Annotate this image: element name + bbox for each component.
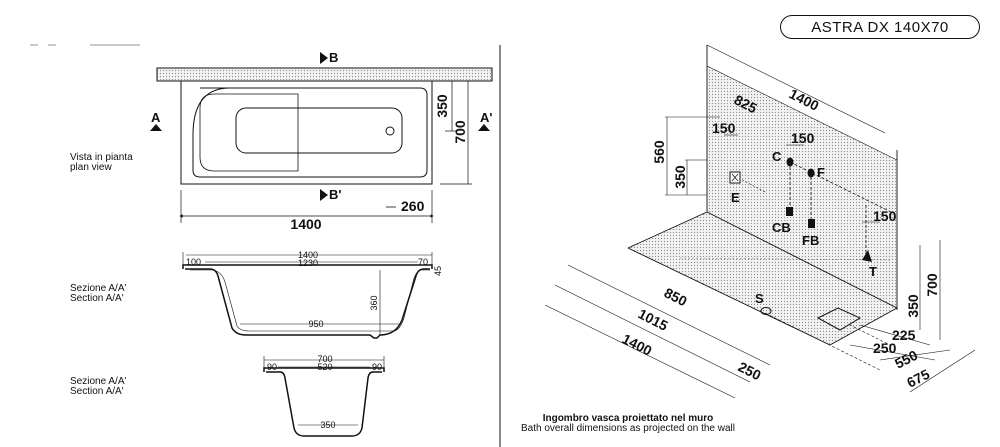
section-bb-dim-left: 90	[267, 362, 277, 372]
outlet-cb	[786, 207, 793, 216]
plan-dim-length: 1400	[290, 216, 321, 232]
section-aa-dim-rim: 45	[433, 266, 443, 276]
outlet-c	[786, 157, 794, 167]
label-c: C	[772, 149, 782, 164]
section-bb-dim-bottom: 350	[320, 420, 335, 430]
section-bb-dim-inner: 520	[317, 362, 332, 372]
wall-dim-250b: 250	[873, 340, 897, 356]
wall-dim-700: 700	[924, 273, 940, 297]
section-aa-dim-left: 100	[186, 257, 201, 267]
section-bb-dim-total: 700	[317, 354, 332, 364]
section-marker-a2: A'	[480, 110, 492, 125]
plan-dim-offset: 260	[401, 198, 425, 214]
drain-grate	[816, 307, 862, 331]
wall-dim-675: 675	[904, 366, 932, 391]
label-f: F	[817, 165, 825, 180]
wall-dim-250a: 250	[736, 358, 764, 383]
label-e: E	[731, 190, 740, 205]
wall-dim-1015: 1015	[636, 305, 671, 333]
section-marker-b: B	[329, 50, 338, 65]
wall-caption-it: Ingombro vasca proiettato nel muro	[543, 413, 714, 424]
section-aa-label-en: Section A/A'	[70, 293, 124, 304]
wall-dim-560: 560	[651, 140, 667, 164]
label-t: T	[869, 264, 877, 279]
wall-dim-150c: 150	[873, 208, 897, 224]
wall-dim-350b: 350	[905, 294, 921, 318]
plan-label-it: Vista in pianta	[70, 152, 133, 163]
plan-view: 1400 350 700 260 B B' A A' Vista in pian…	[70, 50, 493, 232]
section-aa-dim-bottom: 950	[308, 319, 323, 329]
wall-dim-150b: 150	[791, 130, 815, 146]
label-cb: CB	[772, 220, 791, 235]
section-bb-label-it: Sezione A/A'	[70, 376, 126, 387]
wall-dim-225: 225	[892, 327, 916, 343]
drain-s	[760, 307, 772, 315]
wall-projection: 1400 825 150 150 150 560 350 700 350 850…	[521, 44, 976, 434]
section-marker-a: A	[151, 110, 161, 125]
plan-label-en: plan view	[70, 162, 112, 173]
wall-dim-150a: 150	[712, 120, 736, 136]
section-bb-label-en: Section A/A'	[70, 386, 124, 397]
section-bb-dim-right: 90	[372, 362, 382, 372]
wall-dim-350a: 350	[672, 165, 688, 189]
plan-dim-half: 350	[434, 94, 450, 118]
section-aa-drawing: 1400 1230 100 70 45 360 950 Sezione A/A'…	[70, 250, 443, 339]
section-aa-dim-depth: 360	[369, 295, 379, 310]
section-aa-label-it: Sezione A/A'	[70, 283, 126, 294]
section-aa-dim-right: 70	[418, 257, 428, 267]
outlet-t	[862, 250, 872, 262]
wall-dim-1400b: 1400	[620, 330, 655, 358]
plan-dim-width: 700	[452, 120, 468, 144]
model-title: ASTRA DX 140X70	[780, 15, 980, 39]
wall-dim-850: 850	[662, 284, 690, 309]
wall-caption-en: Bath overall dimensions as projected on …	[521, 423, 735, 434]
section-aa-dim-inner: 1230	[298, 258, 318, 268]
outlet-fb	[808, 219, 815, 228]
section-marker-b2: B'	[329, 187, 341, 202]
label-s: S	[755, 291, 764, 306]
outlet-f	[807, 168, 815, 178]
label-fb: FB	[802, 233, 819, 248]
section-bb-drawing: 700 520 90 90 350 Sezione A/A' Section A…	[70, 354, 385, 437]
section-aa-dim-total: 1400	[298, 250, 318, 260]
